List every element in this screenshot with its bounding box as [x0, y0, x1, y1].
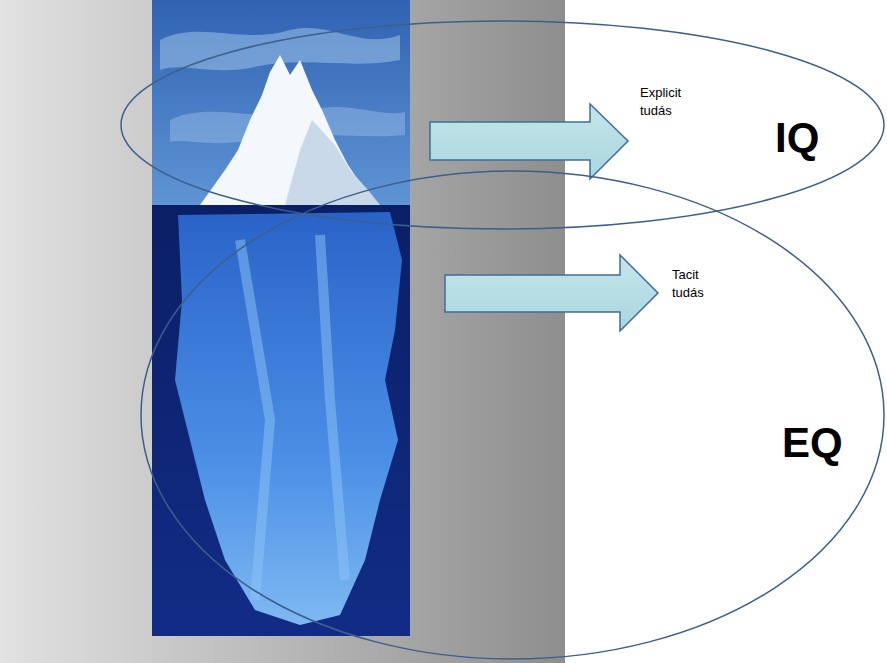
ellipse-outline [140, 170, 885, 660]
region-label: EQ [782, 422, 843, 464]
arrow-label: Explicit tudás [640, 84, 698, 119]
ellipse-outline [120, 20, 885, 230]
block-arrow [430, 104, 628, 179]
block-arrow [445, 255, 658, 331]
ellipse-region: IQ [120, 20, 885, 230]
ice-highlight [240, 235, 345, 600]
grey-panel [0, 0, 565, 663]
region-label: IQ [775, 117, 819, 159]
iceberg-tip [200, 55, 380, 205]
sky [152, 0, 410, 205]
ellipse-region: EQ [140, 170, 885, 660]
iceberg-shade [285, 120, 380, 205]
arrow-label: Tacit tudás [672, 266, 720, 301]
sea [152, 205, 410, 636]
